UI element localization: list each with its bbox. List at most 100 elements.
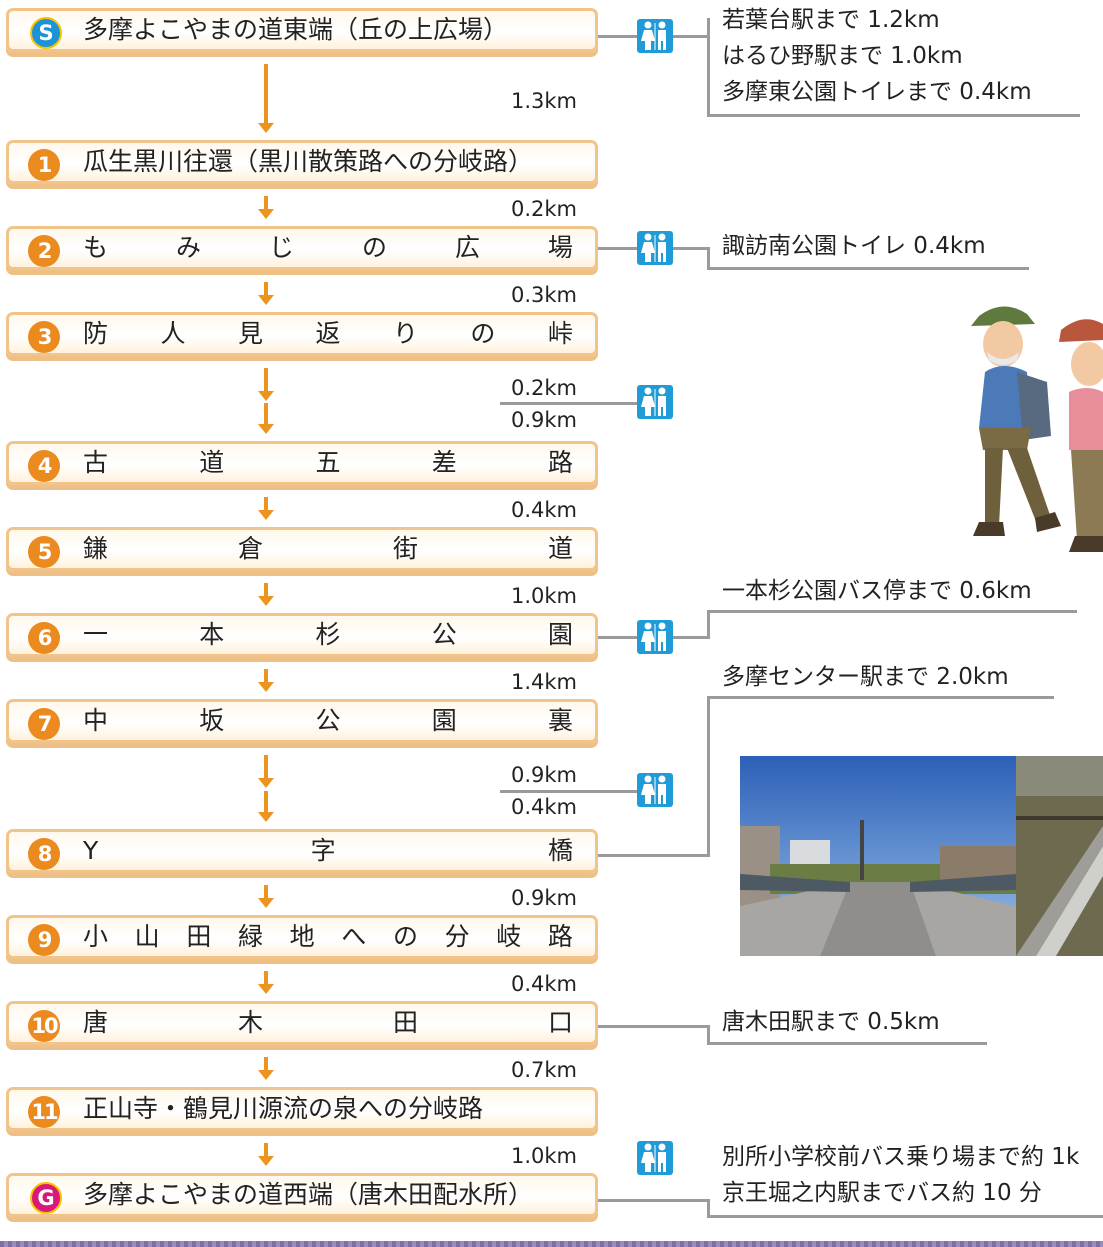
station-number-badge: 5 [28,536,60,568]
bottom-border [0,1241,1103,1247]
route-arrow [258,64,274,133]
station-name: 瓜生黒川往還（黒川散策路への分岐路） [83,147,534,176]
station-number-badge: 11 [28,1096,60,1128]
station-number-badge: 9 [28,924,60,956]
access-note: 唐木田駅まで 0.5km [722,1009,940,1035]
access-note: 別所小学校前バス乗り場まで約 1k [722,1144,1080,1170]
station-7: 7 中坂公園裏 [6,699,598,743]
station-name: 鎌倉街道 [83,534,573,563]
station-5: 5 鎌倉街道 [6,527,598,571]
station-11: 11 正山寺・鶴見川源流の泉への分岐路 [6,1087,598,1131]
station-number-badge: 4 [28,450,60,482]
station-name: 一本杉公園 [83,620,573,649]
connector-line [673,247,709,250]
access-note: 多摩東公園トイレまで 0.4km [722,79,1032,105]
connector-line [707,114,1080,117]
station-name: 中坂公園裏 [83,706,573,735]
connector-line [707,18,710,117]
toilet-icon [637,1141,673,1175]
route-arrow [258,791,274,822]
distance-label: 0.4km [510,498,577,522]
connector-line [707,267,1029,270]
station-name: 古道五差路 [83,448,573,477]
access-note: はるひ野駅まで 1.0km [722,43,963,69]
route-arrow [258,885,274,908]
connector-line [673,35,709,38]
route-arrow [258,583,274,606]
route-arrow [258,368,274,401]
station-number-badge: 10 [28,1010,60,1042]
start-badge: S [30,17,62,49]
station-6: 6 一本杉公園 [6,613,598,657]
toilet-icon [637,385,673,419]
station-10: 10 唐木田口 [6,1001,598,1045]
route-arrow [258,1143,274,1166]
distance-label: 0.9km [510,408,577,432]
station-name: 小山田緑地への分岐路 [83,922,573,951]
distance-label: 0.9km [510,886,577,910]
route-arrow [258,403,274,434]
station-name: 多摩よこやまの道東端（丘の上広場） [83,15,509,44]
station-name: 多摩よこやまの道西端（唐木田配水所） [83,1180,534,1209]
distance-label: 1.4km [510,670,577,694]
access-note: 一本杉公園バス停まで 0.6km [722,578,1032,604]
route-arrow [258,196,274,219]
station-name: 防人見返りの峠 [83,319,573,348]
toilet-icon [637,773,673,807]
connector-line [707,1199,710,1218]
access-note: 多摩センター駅まで 2.0km [722,664,1009,690]
station-2: 2 もみじの広場 [6,226,598,270]
connector-line [500,402,638,405]
connector-line [707,1025,710,1045]
route-arrow [258,1057,274,1080]
distance-label: 0.3km [510,283,577,307]
access-note: 京王堀之内駅までバス約 10 分 [722,1180,1042,1206]
station-number-badge: 8 [28,838,60,870]
hikers-illustration [965,300,1103,562]
station-number-badge: 2 [28,235,60,267]
station-name: 正山寺・鶴見川源流の泉への分岐路 [83,1094,484,1123]
distance-label: 0.9km [510,763,577,787]
connector-line [598,35,638,38]
connector-line [500,790,638,793]
bridge-photo [740,756,1016,956]
distance-label: 0.2km [510,376,577,400]
route-arrow [258,755,274,788]
connector-line [598,1025,710,1028]
connector-line [707,610,1077,613]
route-arrow [258,971,274,994]
distance-label: 0.4km [510,795,577,819]
station-number-badge: 7 [28,708,60,740]
station-name: 唐木田口 [83,1008,573,1037]
station-3: 3 防人見返りの峠 [6,312,598,356]
route-arrow [258,282,274,305]
connector-line [707,612,710,639]
route-arrow [258,669,274,692]
distance-label: 1.3km [510,89,577,113]
toilet-icon [637,231,673,265]
toilet-icon [637,620,673,654]
connector-line [673,636,709,639]
station-goal: G 多摩よこやまの道西端（唐木田配水所） [6,1173,598,1217]
distance-label: 0.7km [510,1058,577,1082]
station-number-badge: 3 [28,321,60,353]
walkway-photo [1016,756,1103,956]
access-note: 若葉台駅まで 1.2km [722,7,940,33]
connector-line [707,698,710,857]
connector-line [707,696,1054,699]
distance-label: 0.2km [510,197,577,221]
connector-line [598,247,638,250]
connector-line [707,1215,1103,1218]
station-9: 9 小山田緑地への分岐路 [6,915,598,959]
station-1: 1 瓜生黒川往還（黒川散策路への分岐路） [6,140,598,184]
station-number-badge: 1 [28,149,60,181]
route-arrow [258,497,274,520]
station-name: もみじの広場 [83,233,573,262]
distance-label: 0.4km [510,972,577,996]
toilet-icon [637,19,673,53]
connector-line [707,247,710,270]
station-4: 4 古道五差路 [6,441,598,485]
distance-label: 1.0km [510,1144,577,1168]
